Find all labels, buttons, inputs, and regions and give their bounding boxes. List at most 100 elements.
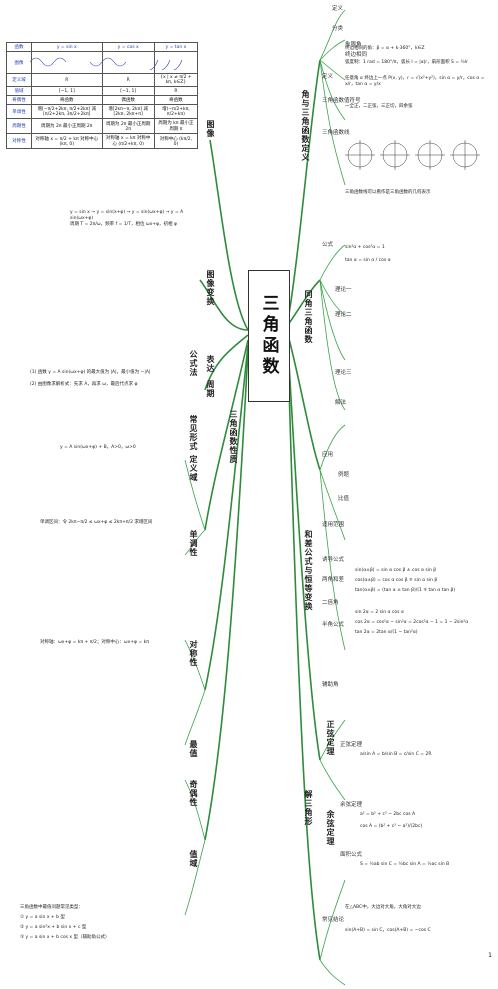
- row-label: 对称性: [6, 133, 32, 149]
- note-period: 周期 T = 2π/ω，频率 f = 1/T，相位 ωx+φ，初相 φ: [70, 222, 177, 227]
- row-label: 图像: [6, 51, 32, 74]
- leaf-induce[interactable]: 诱导公式: [322, 557, 345, 563]
- table-cell: [−1, 1]: [101, 86, 155, 96]
- note-from-graph: (2) 由图像求解析式：先求 A，再求 ω，最后代点求 φ: [30, 382, 138, 387]
- branch-extremum[interactable]: 对称性: [189, 640, 198, 667]
- branch-graph-props[interactable]: 三角函数性质: [229, 410, 238, 464]
- note-symmetry: 对称轴：ωx+φ = kπ + π/2；对称中心：ωx+φ = kπ: [40, 640, 149, 645]
- branch-lines: [199, 59, 321, 961]
- note-cos-law: a² = b² + c² − 2bc cos A: [360, 812, 416, 817]
- trig-function-table: 函数 y = sin x y = cos x y = tan x 图像 定义域 …: [6, 42, 199, 149]
- table-header: y = sin x: [31, 42, 103, 52]
- table-row: 奇偶性 奇函数 偶函数 奇函数: [6, 95, 199, 105]
- leaf-terminal[interactable]: 终边相同: [345, 52, 368, 58]
- branch-images[interactable]: 图像: [206, 120, 215, 138]
- leaf-sine-form[interactable]: 正弦定理: [340, 742, 363, 748]
- center-topic[interactable]: 三角函数: [248, 270, 290, 402]
- table-cell: R: [153, 86, 199, 96]
- table-cell: 周期为 kπ 最小正周期 π: [153, 118, 199, 134]
- table-cell: {x | x ≠ π/2 + kπ, k∈Z}: [153, 73, 199, 87]
- branch-common-forms[interactable]: 常见形式: [189, 415, 198, 451]
- leaf-unit-circle[interactable]: 三角函数线: [322, 130, 350, 136]
- leaf-lines: [184, 9, 346, 986]
- table-cell: R: [31, 73, 103, 87]
- branch-cosine-law[interactable]: 余弦定理: [326, 810, 335, 846]
- leaf-trig-sign[interactable]: 三角函数值符号: [322, 98, 361, 104]
- leaf-ratio[interactable]: 比值: [338, 496, 350, 502]
- table-cell: 对称轴 x = π/2 + kπ 对称中心 (kπ, 0): [31, 133, 103, 149]
- branch-transform[interactable]: 和差公式与恒等变换: [304, 530, 313, 611]
- leaf-area[interactable]: 面积公式: [340, 852, 363, 858]
- note-sign-rule: 一全正，二正弦，三正切，四余弦: [345, 104, 413, 109]
- note-monotone: 单调区间：令 2kπ−π/2 ≤ ωx+φ ≤ 2kπ+π/2 求增区间: [40, 520, 153, 525]
- table-header: 函数: [6, 42, 32, 52]
- leaf-cos-form[interactable]: 余弦定理: [340, 802, 363, 808]
- note-pythag: sin²α + cos²α = 1: [345, 245, 385, 250]
- row-label: 单调性: [6, 104, 32, 119]
- note-type3: ③ y = a sin x + b cos x 型（辅助角公式）: [20, 935, 110, 940]
- branch-identities[interactable]: 同角三角函数: [304, 290, 313, 344]
- table-row: 定义域 R R {x | x ≠ π/2 + kπ, k∈Z}: [6, 73, 199, 87]
- table-header-row: 函数 y = sin x y = cos x y = tan x: [6, 42, 199, 52]
- row-label: 奇偶性: [6, 95, 32, 105]
- leaf-classify[interactable]: 分类: [332, 26, 344, 32]
- leaf-common-ways[interactable]: 常见结论: [322, 917, 345, 923]
- note-sine-law: a/sin A = b/sin B = c/sin C = 2R: [360, 752, 432, 757]
- row-label: 周期性: [6, 118, 32, 134]
- branch-formula[interactable]: 公式法: [189, 350, 198, 377]
- leaf-sum-diff[interactable]: 两角和差: [322, 577, 345, 583]
- note-cos-sum: cos(α±β) = cos α cos β ∓ sin α sin β: [355, 578, 438, 583]
- table-cell: 对称轴 x = kπ 对称中心 (π/2+kπ, 0): [101, 133, 155, 149]
- leaf-domain[interactable]: 适用范围: [322, 522, 345, 528]
- note-tan-sum: tan(α±β) = (tan α ± tan β)/(1 ∓ tan α ta…: [355, 588, 456, 593]
- note-sum-angle: sin(A+B) = sin C，cos(A+B) = −cos C: [345, 928, 431, 933]
- leaf-theory2[interactable]: 理论二: [335, 312, 352, 318]
- note-general-form: y = A sin(ωx+φ) + B，A>0，ω>0: [60, 445, 136, 450]
- leaf-theory3[interactable]: 理论三: [335, 370, 352, 376]
- note-cos-double: cos 2α = cos²α − sin²α = 2cos²α − 1 = 1 …: [355, 620, 469, 625]
- branch-sine-law[interactable]: 正弦定理: [326, 720, 335, 756]
- note-sin-double: sin 2α = 2 sin α cos α: [355, 610, 404, 615]
- leaf-double[interactable]: 二倍角: [322, 600, 339, 606]
- note-transform: y = sin x → y = sin(x+φ) → y = sin(ωx+φ)…: [70, 210, 184, 221]
- table-cell: 奇函数: [153, 95, 199, 105]
- branch-solve[interactable]: 解三角形: [304, 790, 313, 826]
- leaf-aux[interactable]: 辅助角: [322, 682, 339, 688]
- branch-max-value[interactable]: 最值: [189, 740, 198, 758]
- leaf-def2[interactable]: 定义: [322, 74, 334, 80]
- branch-range[interactable]: 值域: [189, 850, 198, 868]
- leaf-half[interactable]: 半角公式: [322, 622, 345, 628]
- note-extremum: (1) 函数 y = A sin(ωx+φ) 的最大值为 |A|，最小值为 −|…: [30, 370, 151, 375]
- table-cell: [−1, 1]: [31, 86, 103, 96]
- note-max-types: 三角函数中最值问题常见类型：: [20, 905, 83, 910]
- branch-reduce[interactable]: 表达: [206, 355, 215, 373]
- branch-angle-concept[interactable]: 角与三角函数定义: [301, 90, 310, 162]
- note-area: S = ½ab sin C = ½bc sin A = ½ac sin B: [360, 862, 450, 867]
- table-cell: 偶函数: [101, 95, 155, 105]
- note-big-side: 在△ABC中，大边对大角，大角对大边: [345, 905, 421, 910]
- unit-circle-diagrams: [345, 140, 480, 170]
- table-header: y = cos x: [101, 42, 155, 52]
- table-row: 值域 [−1, 1] [−1, 1] R: [6, 86, 199, 96]
- leaf-usage[interactable]: 解法: [335, 400, 347, 406]
- table-cell: 增[2kπ−π, 2kπ] 减[2kπ, 2kπ+π]: [101, 104, 155, 119]
- leaf-def[interactable]: 定义: [332, 6, 344, 12]
- table-row: 图像: [6, 51, 199, 74]
- table-cell: 周期为 2π 最小正周期 2π: [101, 118, 155, 134]
- center-title: 三角函数: [258, 294, 279, 378]
- branch-image-transform[interactable]: 图像变换: [206, 270, 215, 306]
- leaf-theory1[interactable]: 理论一: [335, 287, 352, 293]
- branch-sign[interactable]: 奇偶性: [189, 780, 198, 807]
- leaf-formula1[interactable]: 公式: [322, 242, 334, 248]
- branch-monotone[interactable]: 单调性: [189, 530, 198, 557]
- branch-definition-domain[interactable]: 定义域: [189, 455, 198, 482]
- leaf-example[interactable]: 例题: [338, 472, 350, 478]
- leaf-apply[interactable]: 应用: [322, 452, 334, 458]
- branch-period[interactable]: 周期: [206, 380, 215, 398]
- leaf-quadrant[interactable]: 象限角: [345, 42, 362, 48]
- table-cell: [31, 51, 103, 74]
- note-tan: tan α = sin α / cos α: [345, 258, 391, 263]
- row-label: 值域: [6, 86, 32, 96]
- note-trig-lines: 三角函数线可以看作是三角函数的几何表示: [345, 190, 431, 195]
- table-row: 周期性 周期为 2π 最小正周期 2π 周期为 2π 最小正周期 2π 周期为 …: [6, 118, 199, 134]
